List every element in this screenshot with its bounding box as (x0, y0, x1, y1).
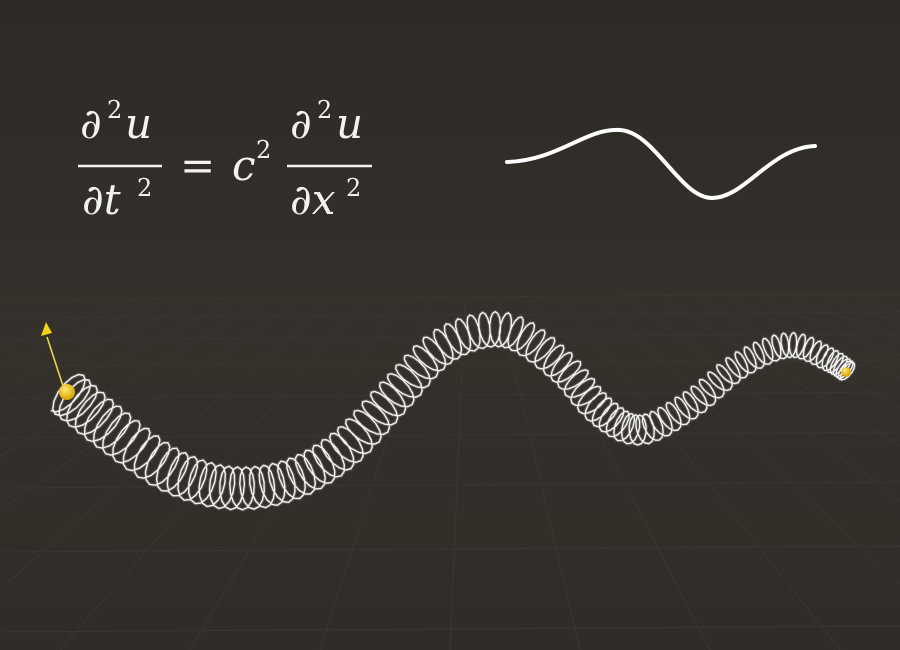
floor-grid-line (0, 299, 134, 348)
floor-grid-line (0, 299, 300, 511)
rhs-numerator-variable: u (336, 99, 363, 148)
wave-speed-coefficient: c (232, 141, 256, 190)
right-endpoint-ball (841, 367, 851, 377)
up-arrow-icon (41, 322, 52, 336)
floor-grid-line (0, 299, 167, 367)
up-axis-line (46, 336, 66, 393)
floor-grid-line (0, 299, 266, 457)
left-anchor (41, 322, 75, 400)
left-endpoint-ball (59, 384, 75, 400)
floor-grid-line (0, 481, 900, 489)
spring-coil-glow (50, 309, 857, 512)
floor-grid-line (497, 299, 581, 650)
rhs-denominator-exponent: 2 (346, 174, 361, 202)
floor-grid-line (189, 299, 399, 650)
lhs-numerator-variable: u (125, 99, 152, 148)
floor-grid-line (0, 299, 233, 419)
floor-grid-line (0, 391, 900, 399)
floor-grid-line (0, 311, 900, 319)
equals-sign: = (180, 141, 215, 190)
floor-grid-line (0, 299, 200, 389)
rhs-denominator: ∂x (290, 175, 336, 224)
rhs-numerator-partial: ∂ (290, 99, 312, 148)
lhs-numerator-partial: ∂ (80, 99, 102, 148)
floor-grid-line (630, 299, 900, 502)
floor-grid-line (597, 299, 900, 585)
sine-wave-icon (505, 127, 817, 201)
wave-speed-exponent: 2 (256, 136, 271, 164)
rhs-numerator-exponent: 2 (317, 96, 332, 124)
lhs-denominator-exponent: 2 (137, 174, 152, 202)
spring-coil (50, 310, 856, 511)
floor-grid-line (0, 545, 900, 553)
floor-grid-line (863, 299, 900, 312)
floor-grid-line (697, 299, 900, 408)
floor-grid-line (730, 299, 900, 379)
floor-grid-line (564, 299, 841, 650)
floor-grid-line (530, 299, 711, 650)
wave-equation: ∂ 2 u ∂t 2 = c 2 ∂ 2 u ∂x 2 (78, 96, 372, 224)
floor-grid-line (0, 625, 900, 633)
floor-grid-line (0, 299, 333, 590)
floor-grid-line (0, 293, 900, 301)
floor-grid-line (319, 299, 433, 650)
lhs-denominator: ∂t (82, 175, 121, 224)
floor-grid-line (449, 299, 466, 650)
floor-grid-line (0, 431, 900, 439)
floor-grid-line (0, 333, 900, 341)
slinky-spring (50, 309, 857, 512)
lhs-numerator-exponent: 2 (107, 96, 122, 124)
